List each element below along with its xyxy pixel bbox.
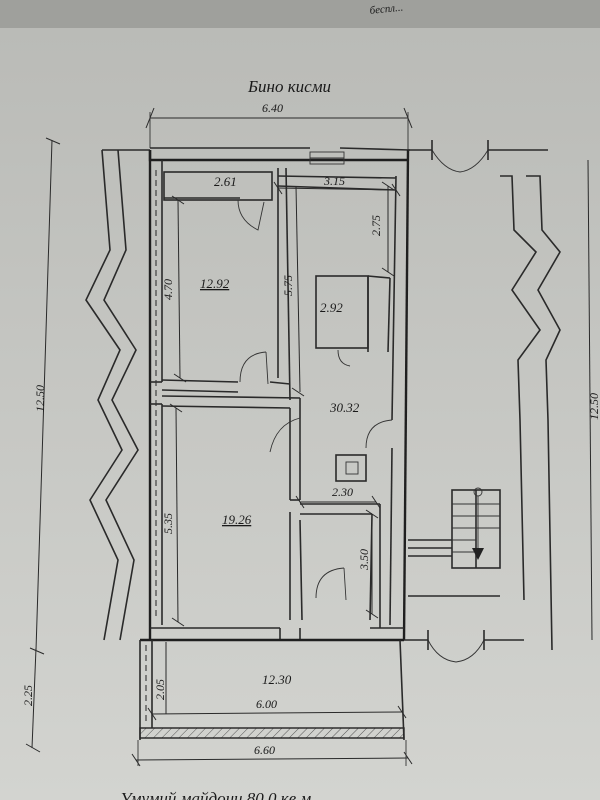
- dim-kitchen-height: 2.75: [369, 215, 383, 236]
- storage-box: [163, 171, 273, 201]
- area-room1: 12.92: [200, 276, 230, 291]
- dim-top-width-label: 6.40: [262, 101, 283, 115]
- center-lines: [145, 170, 157, 725]
- dim-bottom-width-label: 6.60: [254, 743, 275, 757]
- door-bath: [337, 349, 351, 367]
- balcony-rail: [139, 727, 405, 739]
- stairs-arrow-icon: [472, 548, 484, 560]
- door-room2: [269, 417, 301, 453]
- dim-corridor-height: 3.50: [357, 549, 371, 571]
- door-entrance-bottom-right: [455, 639, 485, 663]
- apartment-walls: [140, 147, 411, 642]
- dim-balcony-height: 2.05: [153, 679, 167, 700]
- top-strip: [0, 0, 600, 28]
- drawing-title: Бино кисми: [247, 77, 331, 96]
- dim-room2-height: 5.35: [161, 513, 175, 534]
- dim-left-height: 12.50: [29, 137, 61, 655]
- area-labels: 2.61 12.92 2.92 30.32 19.26 12.30: [200, 174, 360, 687]
- dim-left-height-label: 12.50: [33, 385, 47, 412]
- interior-walls: [161, 167, 397, 628]
- left-exterior-wall: [85, 149, 150, 641]
- door-storage: [237, 199, 265, 231]
- dim-bottom-width: 6.60: [131, 740, 413, 767]
- bottom-caption: Умумий майдони 80.0 кв.м.: [120, 789, 315, 800]
- dim-balcony-width: 6.00: [256, 697, 277, 711]
- door-room1: [239, 351, 267, 383]
- dim-kitchen-width: 3.15: [323, 174, 345, 188]
- wc-niche: [335, 454, 367, 482]
- area-room2: 19.26: [222, 512, 252, 527]
- dim-top-width: 6.40: [145, 101, 413, 160]
- dim-right-height-label: 12.50: [587, 393, 600, 420]
- dim-left-bottom: 2.25: [21, 647, 41, 753]
- dim-left-bottom-label: 2.25: [21, 685, 35, 706]
- door-corridor: [315, 567, 345, 599]
- doors: [237, 199, 393, 601]
- stairwell: [404, 140, 561, 663]
- dim-corridor-width: 2.30: [332, 485, 353, 499]
- area-storage: 2.61: [214, 174, 237, 189]
- area-hall: 30.32: [329, 400, 360, 415]
- area-balcony: 12.30: [262, 672, 292, 687]
- door-entrance-top-left: [431, 149, 461, 173]
- dim-room1-height: 4.70: [161, 279, 175, 300]
- door-hall: [365, 419, 393, 449]
- area-bath: 2.92: [320, 300, 343, 315]
- door-entrance-bottom-left: [427, 639, 457, 663]
- door-entrance-top-right: [459, 149, 489, 173]
- internal-dimensions: 3.15 2.75 5.75 4.70 5.35 2.30 3.50 2.05: [147, 174, 407, 721]
- top-banner-text: беспл...: [369, 2, 404, 17]
- dim-hall-height: 5.75: [281, 275, 295, 296]
- dim-right-height: 12.50: [587, 159, 600, 641]
